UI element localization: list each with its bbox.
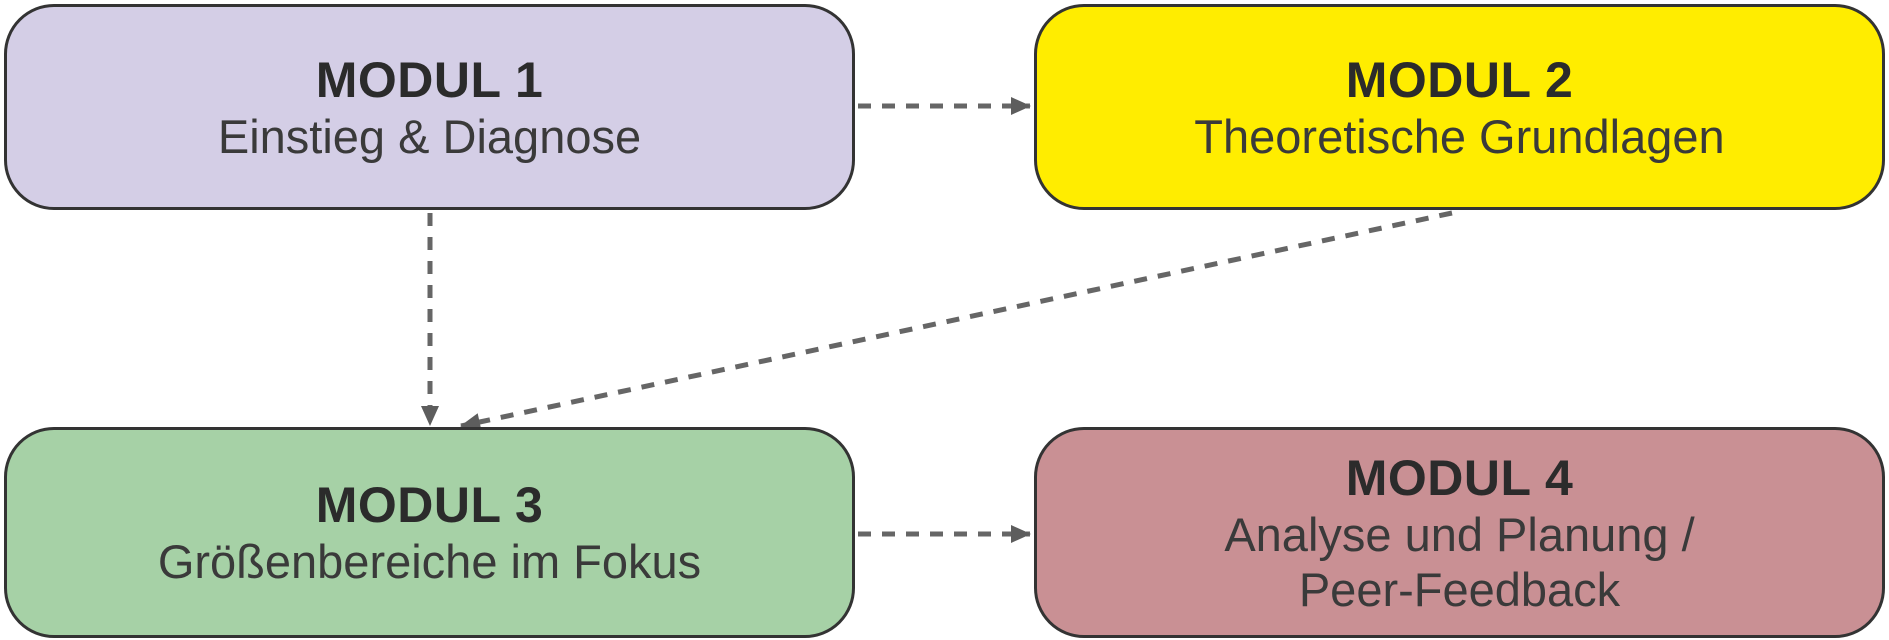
module-3-title: MODUL 3: [315, 477, 544, 533]
module-3-subtitle: Größenbereiche im Fokus: [157, 535, 702, 588]
module-1-title: MODUL 1: [315, 51, 544, 108]
module-box-modul-1: MODUL 1 Einstieg & Diagnose: [4, 4, 855, 210]
module-4-subtitle-line1: Analyse und Planung /: [1224, 507, 1695, 561]
module-4-subtitle-line2: Peer-Feedback: [1298, 562, 1621, 616]
module-2-title: MODUL 2: [1345, 51, 1574, 108]
arrow-modul2-to-modul3: [460, 210, 1453, 431]
module-1-subtitle: Einstieg & Diagnose: [217, 109, 642, 163]
module-box-modul-4: MODUL 4 Analyse und Planung / Peer-Feedb…: [1034, 427, 1885, 638]
module-2-subtitle: Theoretische Grundlagen: [1194, 109, 1725, 163]
module-4-title: MODUL 4: [1345, 449, 1574, 506]
module-box-modul-2: MODUL 2 Theoretische Grundlagen: [1034, 4, 1885, 210]
module-box-modul-3: MODUL 3 Größenbereiche im Fokus: [4, 427, 855, 638]
